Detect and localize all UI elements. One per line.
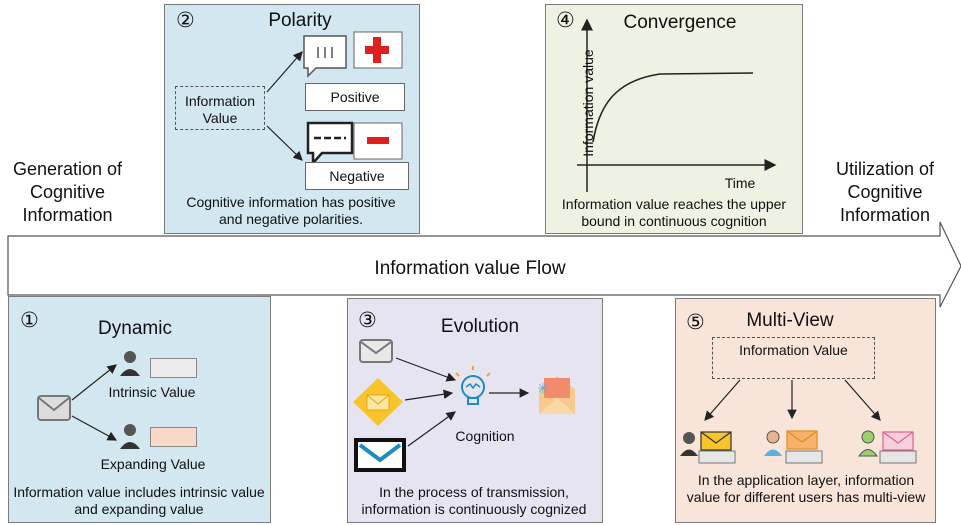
cognition-label: Cognition	[455, 428, 515, 444]
flow-label: Information value Flow	[374, 258, 566, 279]
negative-bubble-icon	[306, 121, 354, 167]
evolution-caption: In the process of transmission, informat…	[361, 484, 587, 517]
utilization-label: Utilization of Cognitive Information	[835, 159, 935, 225]
polarity-arrow-up	[266, 51, 303, 93]
convergence-title: Convergence	[623, 12, 737, 33]
envelope-icon	[359, 339, 393, 363]
dynamic-number: ①	[20, 308, 39, 332]
envelope-icon	[37, 395, 71, 421]
polarity-caption: Cognitive information has positive and n…	[186, 194, 396, 227]
doctor-icon	[764, 430, 782, 456]
multiview-number: ⑤	[686, 310, 705, 334]
intrinsic-value-box	[150, 358, 197, 378]
lightbulb-icon	[455, 366, 491, 405]
polarity-arrow-down	[266, 125, 303, 161]
multiview-caption: In the application layer, information va…	[686, 472, 926, 505]
expanding-value-box	[150, 427, 197, 447]
envelope-icon	[786, 430, 818, 450]
expanding-label: Expanding Value	[100, 456, 206, 472]
blue-envelope-icon	[354, 438, 406, 472]
minus-icon	[367, 137, 389, 144]
polarity-info-value-box: Information Value	[175, 86, 265, 130]
user-outline-icon	[858, 430, 878, 457]
user-icon	[120, 351, 140, 376]
generation-label: Generation of Cognitive Information	[12, 159, 123, 225]
polarity-number: ②	[176, 8, 195, 32]
negative-box: Negative	[305, 162, 409, 190]
intrinsic-label: Intrinsic Value	[108, 384, 196, 400]
positive-bubble-icon	[303, 35, 347, 78]
multiview-title: Multi-View	[746, 310, 834, 331]
user-icon	[680, 432, 698, 456]
diamond-envelope-icon	[353, 378, 403, 426]
convergence-curve	[592, 72, 754, 143]
x-axis-label: Time	[724, 175, 756, 191]
positive-box: Positive	[305, 83, 405, 111]
convergence-caption: Information value reaches the upper boun…	[561, 196, 787, 229]
envelope-icon	[700, 431, 732, 451]
user-icon	[120, 424, 140, 449]
evolution-number: ③	[358, 308, 377, 332]
open-envelope-icon: ✳	[537, 376, 575, 414]
dynamic-title: Dynamic	[98, 318, 172, 339]
evolution-title: Evolution	[440, 316, 520, 337]
dynamic-caption: Information value includes intrinsic val…	[13, 484, 265, 517]
svg-text:✳: ✳	[537, 381, 549, 397]
plus-icon	[365, 37, 389, 63]
polarity-title: Polarity	[268, 10, 332, 31]
convergence-panel	[545, 4, 803, 234]
envelope-icon	[882, 431, 914, 451]
multiview-info-value-box: Information Value	[712, 337, 875, 379]
multiview-panel	[675, 298, 936, 523]
convergence-number: ④	[556, 8, 575, 32]
